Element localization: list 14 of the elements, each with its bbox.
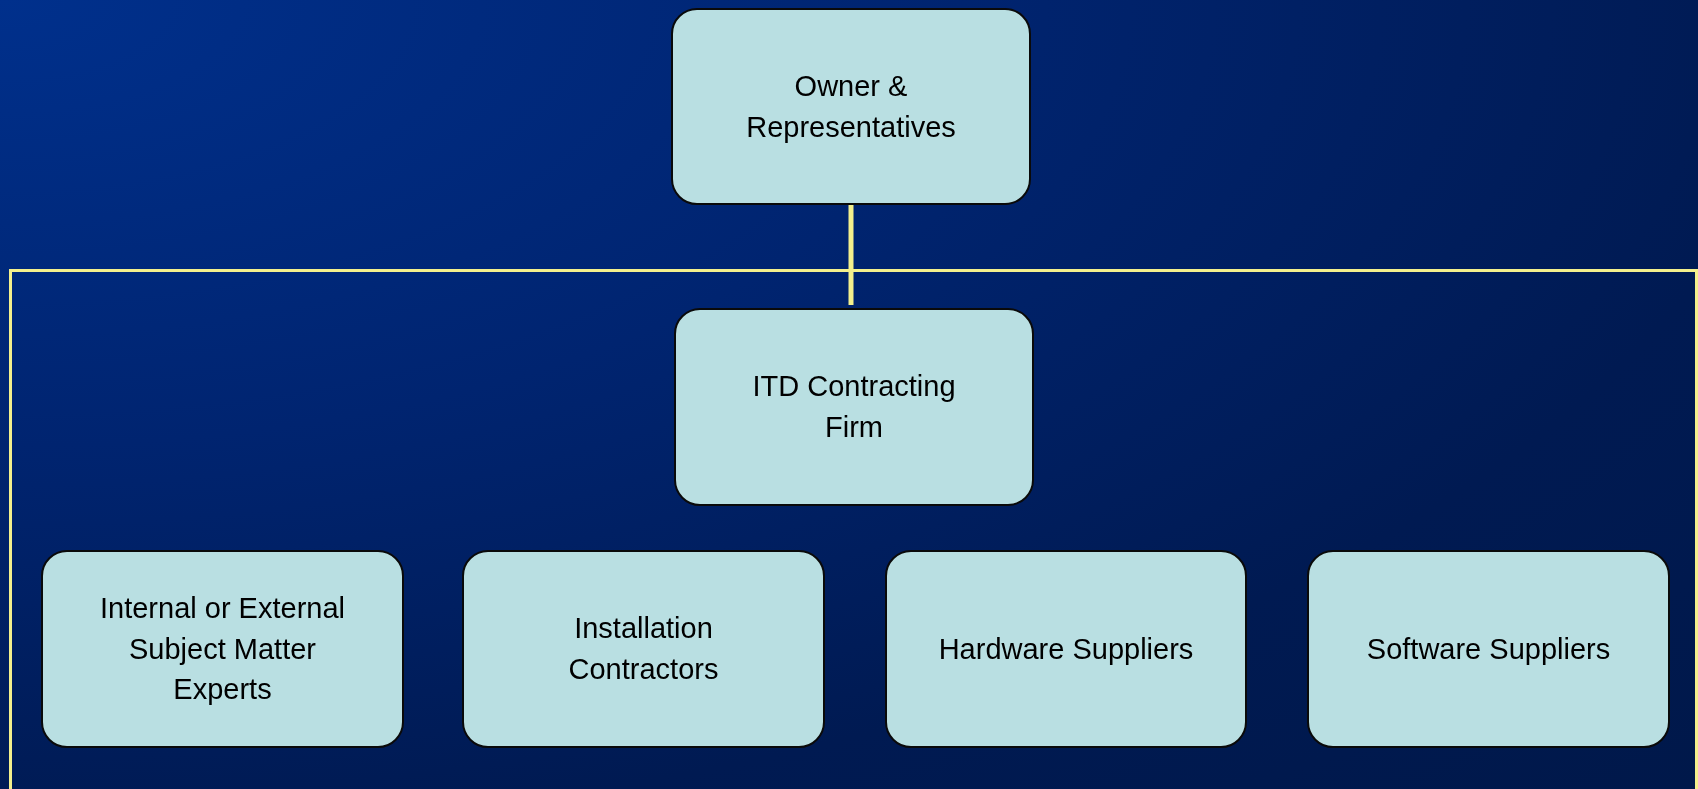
connector-line xyxy=(848,205,854,305)
box-label: ITD Contracting Firm xyxy=(751,369,957,445)
box-label: Owner & Representatives xyxy=(745,68,957,145)
org-box xyxy=(885,550,1247,748)
box-label: Software Suppliers xyxy=(1366,631,1611,667)
org-box xyxy=(674,308,1034,506)
box-label: Internal or External Subject Matter Experts xyxy=(99,591,346,708)
org-box xyxy=(462,550,825,748)
org-box xyxy=(1307,550,1670,748)
org-box xyxy=(41,550,404,748)
group-frame xyxy=(9,269,1698,789)
box-label: Installation Contractors xyxy=(567,611,720,687)
box-label: Hardware Suppliers xyxy=(938,631,1194,667)
org-box xyxy=(671,8,1031,205)
